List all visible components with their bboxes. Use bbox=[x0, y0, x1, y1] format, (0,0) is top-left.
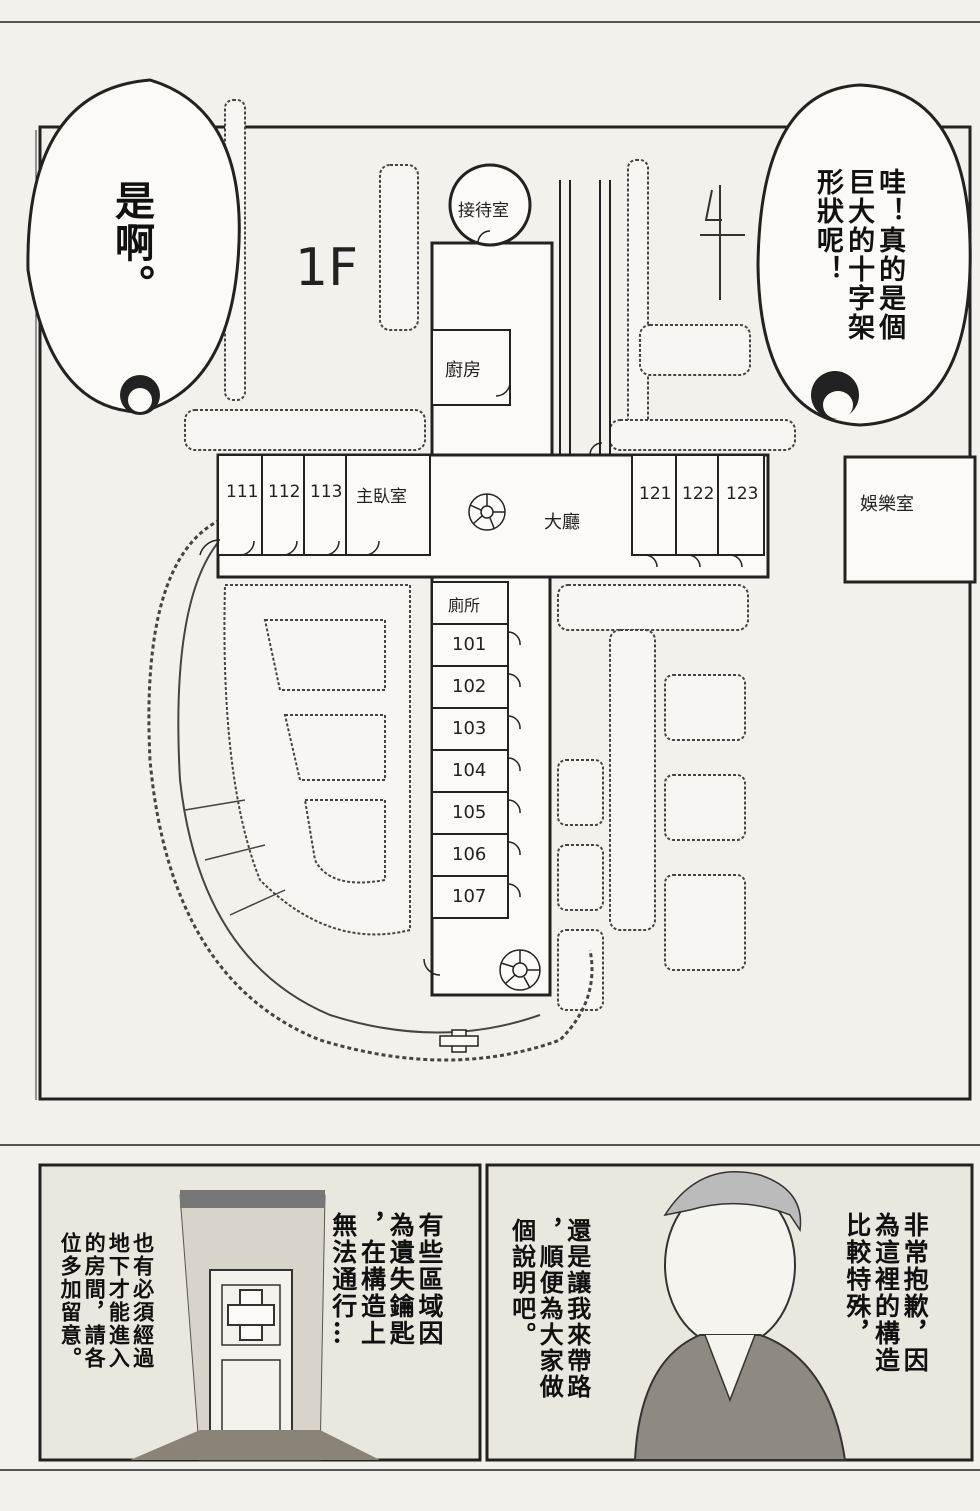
kitchen-room-outline bbox=[431, 329, 511, 406]
bubble-line: 個說明吧。 bbox=[507, 1218, 537, 1348]
chibi-character-left bbox=[120, 375, 160, 415]
hedge bbox=[184, 409, 426, 451]
bubble-line: 為這裡的構造 bbox=[871, 1212, 901, 1374]
hedge bbox=[283, 714, 386, 781]
bubble-text-lower-right-1: 非常抱歉，因 為這裡的構造 比較特殊， bbox=[842, 1212, 930, 1374]
bubble-line: 地下才能進入 bbox=[106, 1232, 132, 1370]
room-label-123: 123 bbox=[726, 484, 759, 504]
hedge bbox=[379, 164, 419, 331]
bubble-text-lower-left-2: 也有必須經過 地下才能進入 的房間，請各 位多加留意。 bbox=[58, 1232, 155, 1370]
hedge bbox=[664, 774, 746, 841]
map-panel bbox=[38, 125, 972, 1101]
hedge bbox=[609, 629, 656, 931]
bubble-line: 也有必須經過 bbox=[130, 1232, 156, 1370]
room-label-113: 113 bbox=[310, 482, 343, 502]
bubble-line: 比較特殊， bbox=[842, 1212, 872, 1347]
bubble-text-left-top: 是啊。 bbox=[108, 180, 155, 306]
bubble-text-right-top: 哇！真的是個 巨大的十字架 形狀呢！ bbox=[812, 168, 905, 342]
bubble-line: 位多加留意。 bbox=[58, 1232, 84, 1370]
hedge bbox=[557, 584, 749, 631]
recreation-room-outline bbox=[843, 455, 977, 584]
room-label-master-bedroom: 主臥室 bbox=[356, 487, 407, 507]
room-label-121: 121 bbox=[639, 484, 672, 504]
bubble-line: 為遺失鑰匙 bbox=[386, 1212, 416, 1347]
room-label-recreation: 娛樂室 bbox=[860, 494, 914, 515]
hedge bbox=[557, 929, 604, 1011]
bubble-text-lower-right-2: 還是讓我來帶路 ，順便為大家做 個說明吧。 bbox=[507, 1218, 592, 1400]
room-label-111: 111 bbox=[226, 482, 259, 502]
bubble-line: 形狀呢！ bbox=[812, 168, 844, 284]
speech-bubble-right bbox=[756, 83, 972, 427]
bubble-line: 無法通行… bbox=[328, 1212, 358, 1347]
hedge bbox=[557, 844, 604, 911]
room-label-112: 112 bbox=[268, 482, 301, 502]
hedge bbox=[639, 324, 751, 376]
room-label-toilet: 廁所 bbox=[448, 596, 481, 615]
room-label-103: 103 bbox=[452, 718, 487, 739]
bubble-line: 的房間，請各 bbox=[82, 1232, 108, 1370]
room-label-102: 102 bbox=[452, 676, 487, 697]
room-label-122: 122 bbox=[682, 484, 715, 504]
reception-room-outline bbox=[448, 163, 532, 247]
bubble-text-lower-left-1: 有些區域因 為遺失鑰匙 ，在構造上 無法通行… bbox=[328, 1212, 444, 1347]
lower-right-panel bbox=[485, 1163, 974, 1462]
lower-left-panel bbox=[38, 1163, 482, 1462]
bubble-line: ，順便為大家做 bbox=[535, 1218, 565, 1400]
room-label-reception: 接待室 bbox=[458, 201, 509, 221]
bubble-line: 還是讓我來帶路 bbox=[562, 1218, 592, 1400]
room-label-107: 107 bbox=[452, 886, 487, 907]
bubble-line: 哇！真的是個 bbox=[874, 168, 906, 342]
bubble-line: 有些區域因 bbox=[415, 1212, 444, 1347]
room-label-106: 106 bbox=[452, 844, 487, 865]
chibi-character-right bbox=[811, 371, 859, 419]
hedge bbox=[664, 674, 746, 741]
room-label-kitchen: 廚房 bbox=[445, 360, 481, 381]
hedge bbox=[303, 799, 386, 884]
bubble-line: 巨大的十字架 bbox=[843, 168, 875, 342]
bubble-line: ，在構造上 bbox=[357, 1212, 387, 1347]
hedge bbox=[557, 759, 604, 826]
room-label-104: 104 bbox=[452, 760, 487, 781]
bubble-line: 非常抱歉，因 bbox=[900, 1212, 930, 1374]
hedge bbox=[627, 159, 649, 441]
room-label-hall: 大廳 bbox=[544, 512, 580, 533]
room-label-105: 105 bbox=[452, 802, 487, 823]
hedge bbox=[263, 619, 386, 691]
floor-label: 1F bbox=[295, 238, 358, 298]
hedge bbox=[609, 419, 796, 451]
room-label-101: 101 bbox=[452, 634, 487, 655]
hedge bbox=[664, 874, 746, 971]
